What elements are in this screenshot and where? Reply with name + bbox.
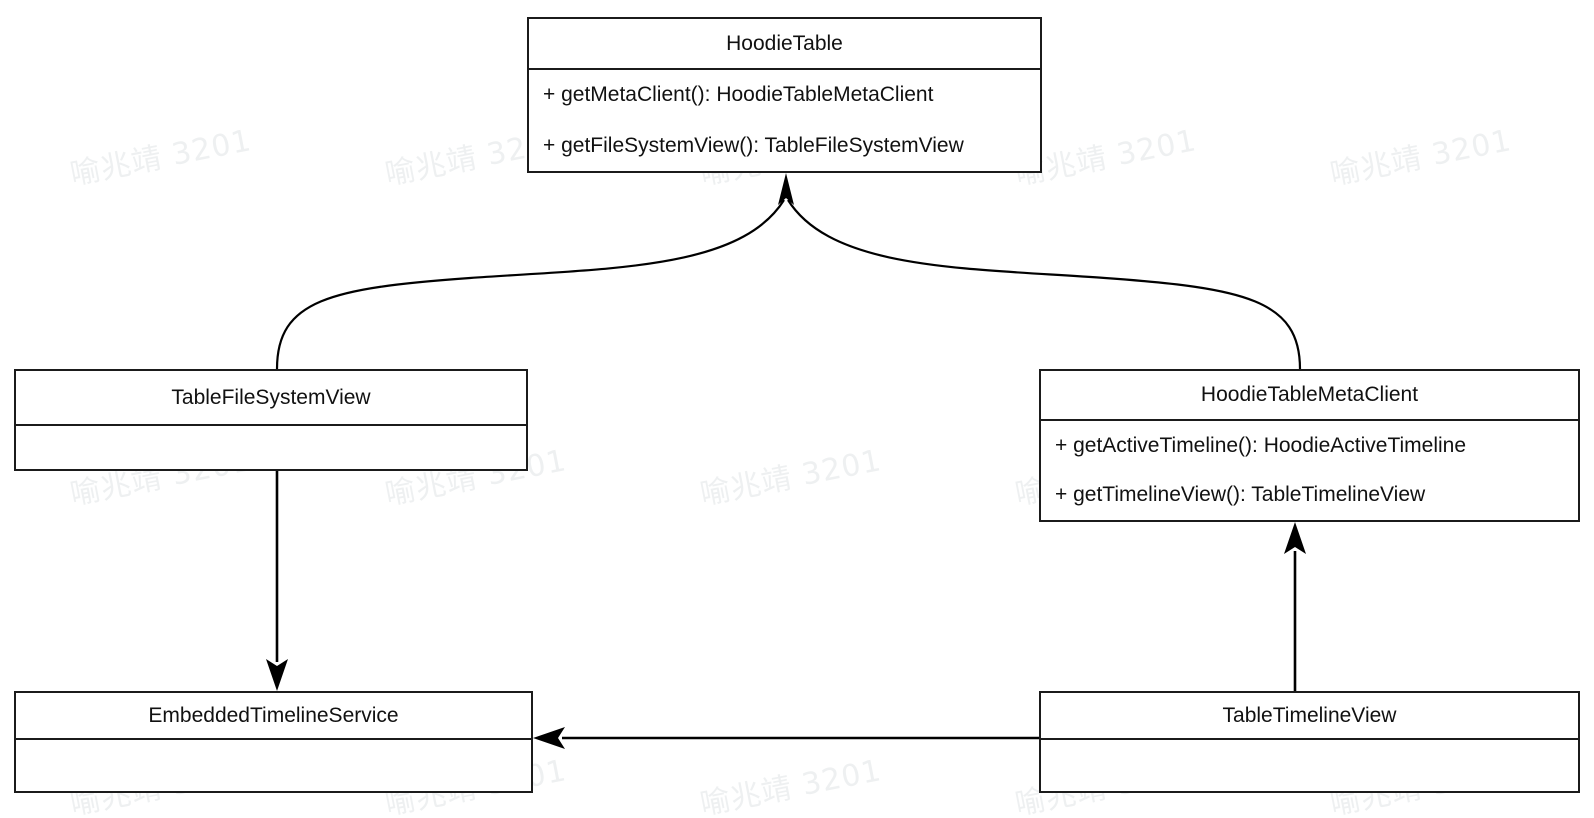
class-members-hoodie-table-meta-client: + getActiveTimeline(): HoodieActiveTimel… bbox=[1041, 421, 1578, 520]
watermark-text: 喻兆靖 3201 bbox=[1327, 123, 1515, 193]
edge-tablefilesystemview-to-hoodietable bbox=[275, 199, 785, 370]
edge-hoodietablemetaclient-to-hoodietable bbox=[787, 199, 1302, 370]
class-box-hoodie-table-meta-client[interactable]: HoodieTableMetaClient + getActiveTimelin… bbox=[1039, 369, 1580, 522]
class-members-hoodie-table: + getMetaClient(): HoodieTableMetaClient… bbox=[529, 70, 1040, 171]
watermark-text: 喻兆靖 3201 bbox=[697, 443, 885, 513]
class-box-table-timeline-view[interactable]: TableTimelineView bbox=[1039, 691, 1580, 793]
watermark-text: 喻兆靖 3201 bbox=[67, 123, 255, 193]
class-name-table-timeline-view: TableTimelineView bbox=[1041, 693, 1578, 740]
class-members-table-timeline-view bbox=[1041, 740, 1578, 791]
arrowhead-into-embeddedtimelineservice-right bbox=[533, 727, 565, 749]
watermark-text: 喻兆靖 3201 bbox=[697, 753, 885, 818]
class-name-hoodie-table-meta-client: HoodieTableMetaClient bbox=[1041, 371, 1578, 421]
class-box-embedded-timeline-service[interactable]: EmbeddedTimelineService bbox=[14, 691, 533, 793]
class-members-table-file-system-view bbox=[16, 426, 526, 469]
class-member: + getTimelineView(): TableTimelineView bbox=[1055, 483, 1426, 507]
class-members-embedded-timeline-service bbox=[16, 740, 531, 791]
arrowhead-into-hoodietablemetaclient-bottom bbox=[1284, 522, 1306, 554]
class-name-hoodie-table: HoodieTable bbox=[529, 19, 1040, 70]
class-name-embedded-timeline-service: EmbeddedTimelineService bbox=[16, 693, 531, 740]
class-box-table-file-system-view[interactable]: TableFileSystemView bbox=[14, 369, 528, 471]
class-name-table-file-system-view: TableFileSystemView bbox=[16, 371, 526, 426]
arrowhead-into-embeddedtimelineservice-top bbox=[266, 659, 288, 691]
class-member: + getActiveTimeline(): HoodieActiveTimel… bbox=[1055, 433, 1467, 457]
arrowhead-into-hoodietable bbox=[778, 173, 794, 205]
class-member: + getMetaClient(): HoodieTableMetaClient bbox=[543, 83, 934, 107]
class-box-hoodie-table[interactable]: HoodieTable + getMetaClient(): HoodieTab… bbox=[527, 17, 1042, 173]
class-member: + getFileSystemView(): TableFileSystemVi… bbox=[543, 133, 964, 157]
